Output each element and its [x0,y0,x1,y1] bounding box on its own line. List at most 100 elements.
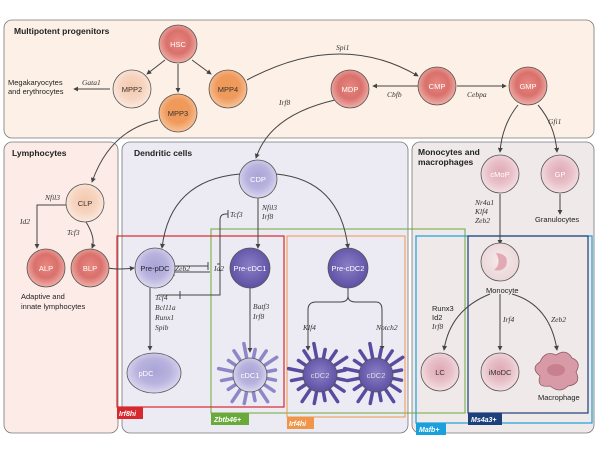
gene-irf4-mono: Irf4 [502,315,515,324]
gene-lc-1: Runx3 [432,304,454,313]
cell-cdc1 [232,357,268,393]
gene-cmop-1: Nr4a1 [474,198,494,207]
cell-label-gmp: GMP [519,82,536,91]
tag-mafb: Mafb+ [419,427,439,434]
gene-zeb2-mono: Zeb2 [551,315,566,324]
gene-id2-dc: Id2 [213,264,224,273]
gene-pdc-4: Spib [155,323,169,332]
cell-hsc [158,24,198,64]
arrows [34,53,563,353]
cell-pre-pdc [134,247,176,289]
gene-nfil3-cdp: Nfil3 [261,203,277,212]
gene-irf8-mdp: Irf8 [278,98,291,107]
box-ms4a3 [467,235,589,414]
gene-spi1: Spi1 [336,43,349,52]
cell-gp [540,154,580,194]
box-irf8 [116,235,285,408]
cell-label-pre-pdc: Pre-pDC [140,264,170,273]
gene-id2-clp: Id2 [19,217,30,226]
panel-title-dendritic: Dendritic cells [134,148,192,158]
tag-ms4a3-bg [468,413,502,425]
panel-multipotent [3,19,595,139]
cell-pdc [126,352,182,394]
gene-nfil3-clp: Nfil3 [44,193,60,202]
gene-cmop-2: Klf4 [474,207,488,216]
panel-title-monocytes-1: Monocytes and [418,147,480,157]
cell-label-macrophage: Macrophage [538,393,580,402]
gene-gfi1: Gfi1 [548,117,561,126]
cell-label-mpp4: MPP4 [218,85,238,94]
cell-label-pre-cdc1: Pre-cDC1 [234,264,267,273]
outcome-adaptive-1: Adaptive and [21,292,65,301]
panel-dendritic [121,141,409,434]
cell-mpp3 [158,93,198,133]
gene-cbfb: Cbfb [387,90,402,99]
cell-mpp4 [208,69,248,109]
tag-irf8: Irf8hi [119,411,137,418]
cell-label-mdp: MDP [342,85,359,94]
panel-title-multipotent: Multipotent progenitors [14,26,110,36]
cell-label-mpp3: MPP3 [168,109,188,118]
gene-tcf3-dc: Tcf3 [230,210,243,219]
cell-label-pdc: pDC [138,369,154,378]
tag-ms4a3: Ms4a3+ [471,417,497,424]
cell-clp [65,183,105,223]
gene-tcf3-clp: Tcf3 [67,228,80,237]
gene-pdc-1: Tcf4 [155,293,168,302]
cell-label-cdc2b: cDC2 [367,371,386,380]
macrophage-nucleus [547,364,565,376]
cell-label-cmp: CMP [429,82,446,91]
monocyte-nucleus [494,253,507,271]
gene-cmop-3: Zeb2 [475,216,490,225]
gene-irf8-cdp: Irf8 [261,212,274,221]
tag-irf4-bg [287,417,314,429]
gene-lc-3: Irf8 [431,322,444,331]
gene-notch2: Notch2 [375,323,398,332]
cell-label-alp: ALP [39,264,53,273]
tag-irf4: Irf4hi [289,421,307,428]
cell-label-monocyte: Monocyte [486,286,519,295]
gene-irf8-cdc1: Irf8 [252,312,265,321]
tag-zbtb46-bg [211,413,249,425]
tag-mafb-bg [416,423,446,435]
gene-pdc-2: Bcl11a [155,303,176,312]
cell-label-lc: LC [435,368,445,377]
cell-blp [70,248,110,288]
cell-alp [26,248,66,288]
cell-lc [420,352,460,392]
cell-label-cdp: CDP [250,175,266,184]
cell-label-mpp2: MPP2 [122,85,142,94]
gene-zeb2-dc: Zeb2 [175,264,190,273]
cell-label-cdc2a: cDC2 [311,371,330,380]
panel-title-monocytes-2: macrophages [418,157,474,167]
tag-zbtb46: Zbtb46+ [213,417,241,424]
panel-title-lymphocytes: Lymphocytes [12,148,67,158]
gene-pdc-3: Runx1 [154,313,174,322]
cell-pre-cdc2 [327,247,369,289]
cell-label-hsc: HSC [170,40,186,49]
cell-cdp [238,159,278,199]
cell-cmop [480,154,520,194]
tag-irf8-bg [117,407,143,419]
cell-gmp [508,66,548,106]
cell-label-imodc: iMoDC [489,368,513,377]
cell-label-pre-cdc2: Pre-cDC2 [332,264,365,273]
cell-cdc2a [302,357,338,393]
cell-cdc2b [358,357,394,393]
cell-label-cdc1: cDC1 [241,371,260,380]
cell-label-blp: BLP [83,264,97,273]
cell-cmp [417,66,457,106]
outcome-granulocytes: Granulocytes [535,215,579,224]
box-zbtb46 [210,228,466,414]
gene-batf3: Batf3 [253,302,269,311]
gene-lc-2: Id2 [432,313,442,322]
outcome-megakaryocytes-1: Megakaryocytes [8,78,63,87]
outcome-megakaryocytes-2: and erythrocytes [8,87,64,96]
cell-label-gp: GP [555,170,566,179]
cell-mpp2 [112,69,152,109]
cell-imodc [480,352,520,392]
gene-klf4-cdc2: Klf4 [302,323,316,332]
gene-gata1: Gata1 [82,78,101,87]
